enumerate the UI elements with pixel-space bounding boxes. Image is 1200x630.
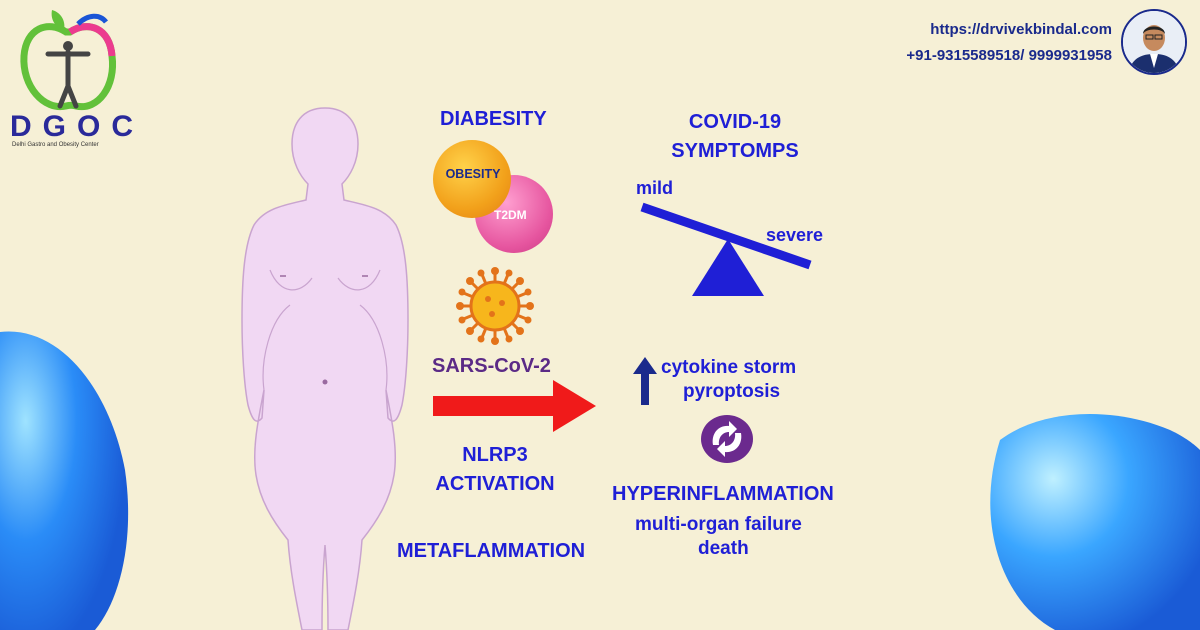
severe-label: severe: [766, 225, 824, 245]
phone-number: +91-9315589518/ 9999931958: [906, 47, 1112, 64]
nlrp3-activation-label: NLRP3 ACTIVATION: [435, 444, 555, 495]
obesity-circle: [433, 140, 511, 218]
website-link[interactable]: https://drvivekbindal.com: [930, 21, 1112, 38]
death-label: death: [698, 538, 749, 559]
hyperinflammation-label: HYPERINFLAMMATION: [612, 483, 834, 505]
virus-icon: [456, 267, 534, 345]
seesaw-icon: [640, 202, 812, 296]
cytokine-storm-label: cytokine storm: [661, 357, 797, 378]
logo-title: DGOC: [10, 110, 144, 143]
multi-organ-failure-label: multi-organ failure: [635, 514, 802, 535]
mild-label: mild: [636, 178, 674, 198]
covid-symptoms-title: COVID-19 SYMPTOMPS: [671, 111, 799, 162]
t2dm-label: T2DM: [494, 208, 527, 222]
up-arrow-icon: [633, 357, 657, 405]
sars-cov-2-label: SARS-CoV-2: [432, 355, 551, 377]
obese-body-figure: [241, 107, 409, 630]
cycle-arrows-icon: [701, 415, 753, 463]
diabesity-label: DIABESITY: [440, 108, 547, 130]
logo-subtitle: Delhi Gastro and Obesity Center: [12, 142, 99, 148]
doctor-avatar-icon: [1121, 9, 1187, 75]
right-arrow-icon: [433, 380, 596, 432]
obesity-label: OBESITY: [445, 167, 501, 181]
apple-logo-icon: [20, 10, 117, 111]
pyroptosis-label: pyroptosis: [683, 381, 781, 402]
metaflammation-label: METAFLAMMATION: [397, 540, 586, 562]
